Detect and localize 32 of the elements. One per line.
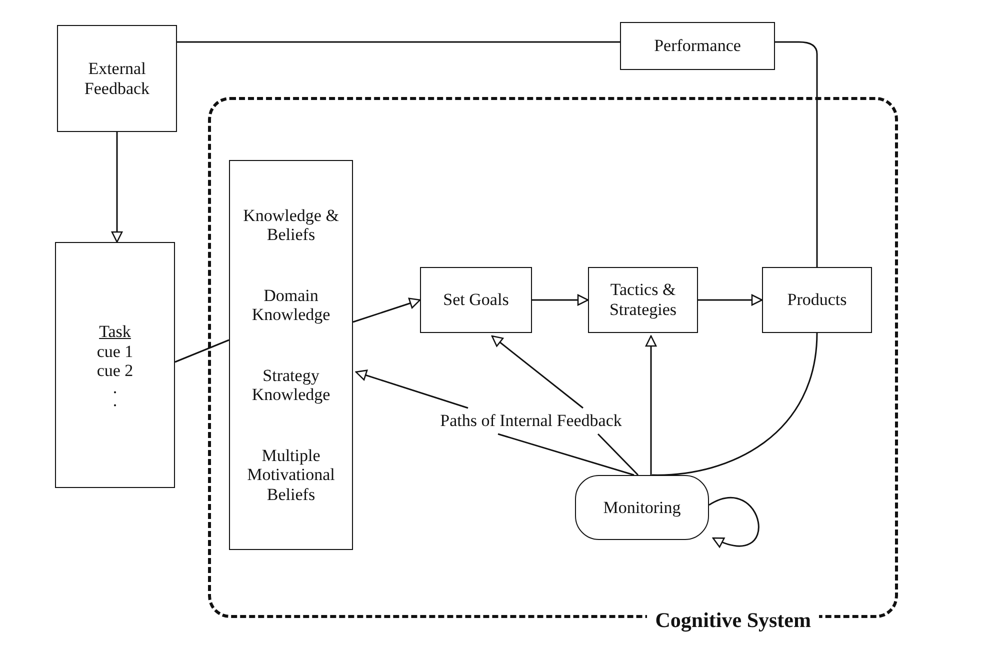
box-text: Strategy Knowledge	[250, 366, 332, 405]
box-text: Domain Knowledge	[250, 286, 332, 325]
process-box	[762, 267, 872, 333]
process-box	[55, 242, 175, 488]
connector-arrow	[352, 298, 421, 323]
box-text: Task	[99, 322, 131, 342]
box-text: cue 2	[96, 361, 134, 381]
connector-arrow	[645, 335, 657, 475]
box-text: Performance	[654, 36, 741, 56]
connector-arrow	[491, 335, 584, 409]
box-text: Paths of Internal Feedback	[440, 411, 622, 431]
box-text: Knowledge & Beliefs	[242, 206, 340, 245]
process-box	[620, 22, 775, 70]
connector-arrow	[111, 132, 123, 243]
box-text: Tactics & Strategies	[608, 280, 678, 320]
connector-arrow	[532, 294, 589, 306]
box-text: Monitoring	[603, 498, 681, 518]
process-box	[57, 25, 177, 132]
process-box	[229, 160, 353, 550]
ellipsis-dot: .	[112, 380, 118, 394]
box-text: External Feedback	[83, 58, 151, 98]
connector-arrow	[708, 497, 760, 548]
connector-arrow	[355, 370, 468, 409]
process-box	[588, 267, 698, 333]
box-text: Products	[787, 290, 847, 310]
box-text: Multiple Motivational Beliefs	[246, 446, 336, 504]
box-text: Set Goals	[443, 290, 509, 310]
ellipsis-dot: .	[112, 394, 118, 408]
process-box	[420, 267, 532, 333]
monitoring-box	[575, 475, 709, 540]
connector-arrow	[698, 294, 763, 306]
box-text: cue 1	[96, 342, 134, 362]
